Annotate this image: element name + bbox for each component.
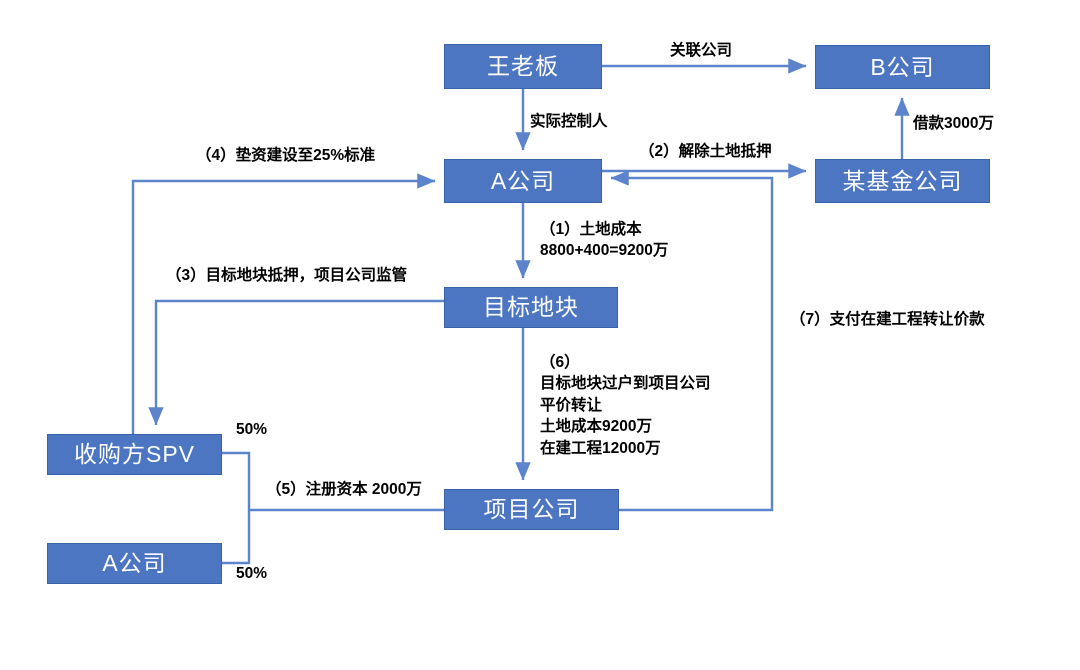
- edge-spv-to-a: [131, 173, 436, 434]
- label-a-company-ownership-percent: 50%: [236, 565, 268, 582]
- label-spv-ownership-percent: 50%: [236, 421, 268, 438]
- edge-label-step7: （7）支付在建工程转让价款: [790, 311, 985, 328]
- edge-bracket-spv-a: [222, 451, 251, 565]
- edge-label-step6: （6） 目标地块过户到项目公司 平价转让 土地成本9200万 在建工程12000…: [540, 354, 711, 457]
- node-project-company[interactable]: 项目公司: [444, 489, 619, 530]
- node-target-land[interactable]: 目标地块: [444, 287, 618, 328]
- edge-dikuai-to-spv: [148, 299, 444, 426]
- node-a-company[interactable]: A公司: [444, 159, 602, 203]
- node-wanglaoban[interactable]: 王老板: [444, 44, 602, 89]
- edge-label-loan: 借款3000万: [913, 115, 994, 132]
- node-a-company-shareholder[interactable]: A公司: [47, 543, 222, 584]
- edge-label-step5: （5）注册资本 2000万: [266, 481, 422, 498]
- node-fund-company[interactable]: 某基金公司: [815, 159, 990, 203]
- edge-label-step4: （4）垫资建设至25%标准: [196, 147, 376, 164]
- edge-label-step2: （2）解除土地抵押: [639, 143, 772, 160]
- node-acquirer-spv[interactable]: 收购方SPV: [47, 434, 222, 475]
- edge-label-step3: （3）目标地块抵押，项目公司监管: [166, 267, 408, 284]
- edge-label-step1: （1）土地成本 8800+400=9200万: [540, 221, 669, 260]
- edge-label-actual-controller: 实际控制人: [530, 113, 608, 130]
- edge-label-affiliate: 关联公司: [670, 42, 733, 59]
- node-b-company[interactable]: B公司: [815, 45, 990, 89]
